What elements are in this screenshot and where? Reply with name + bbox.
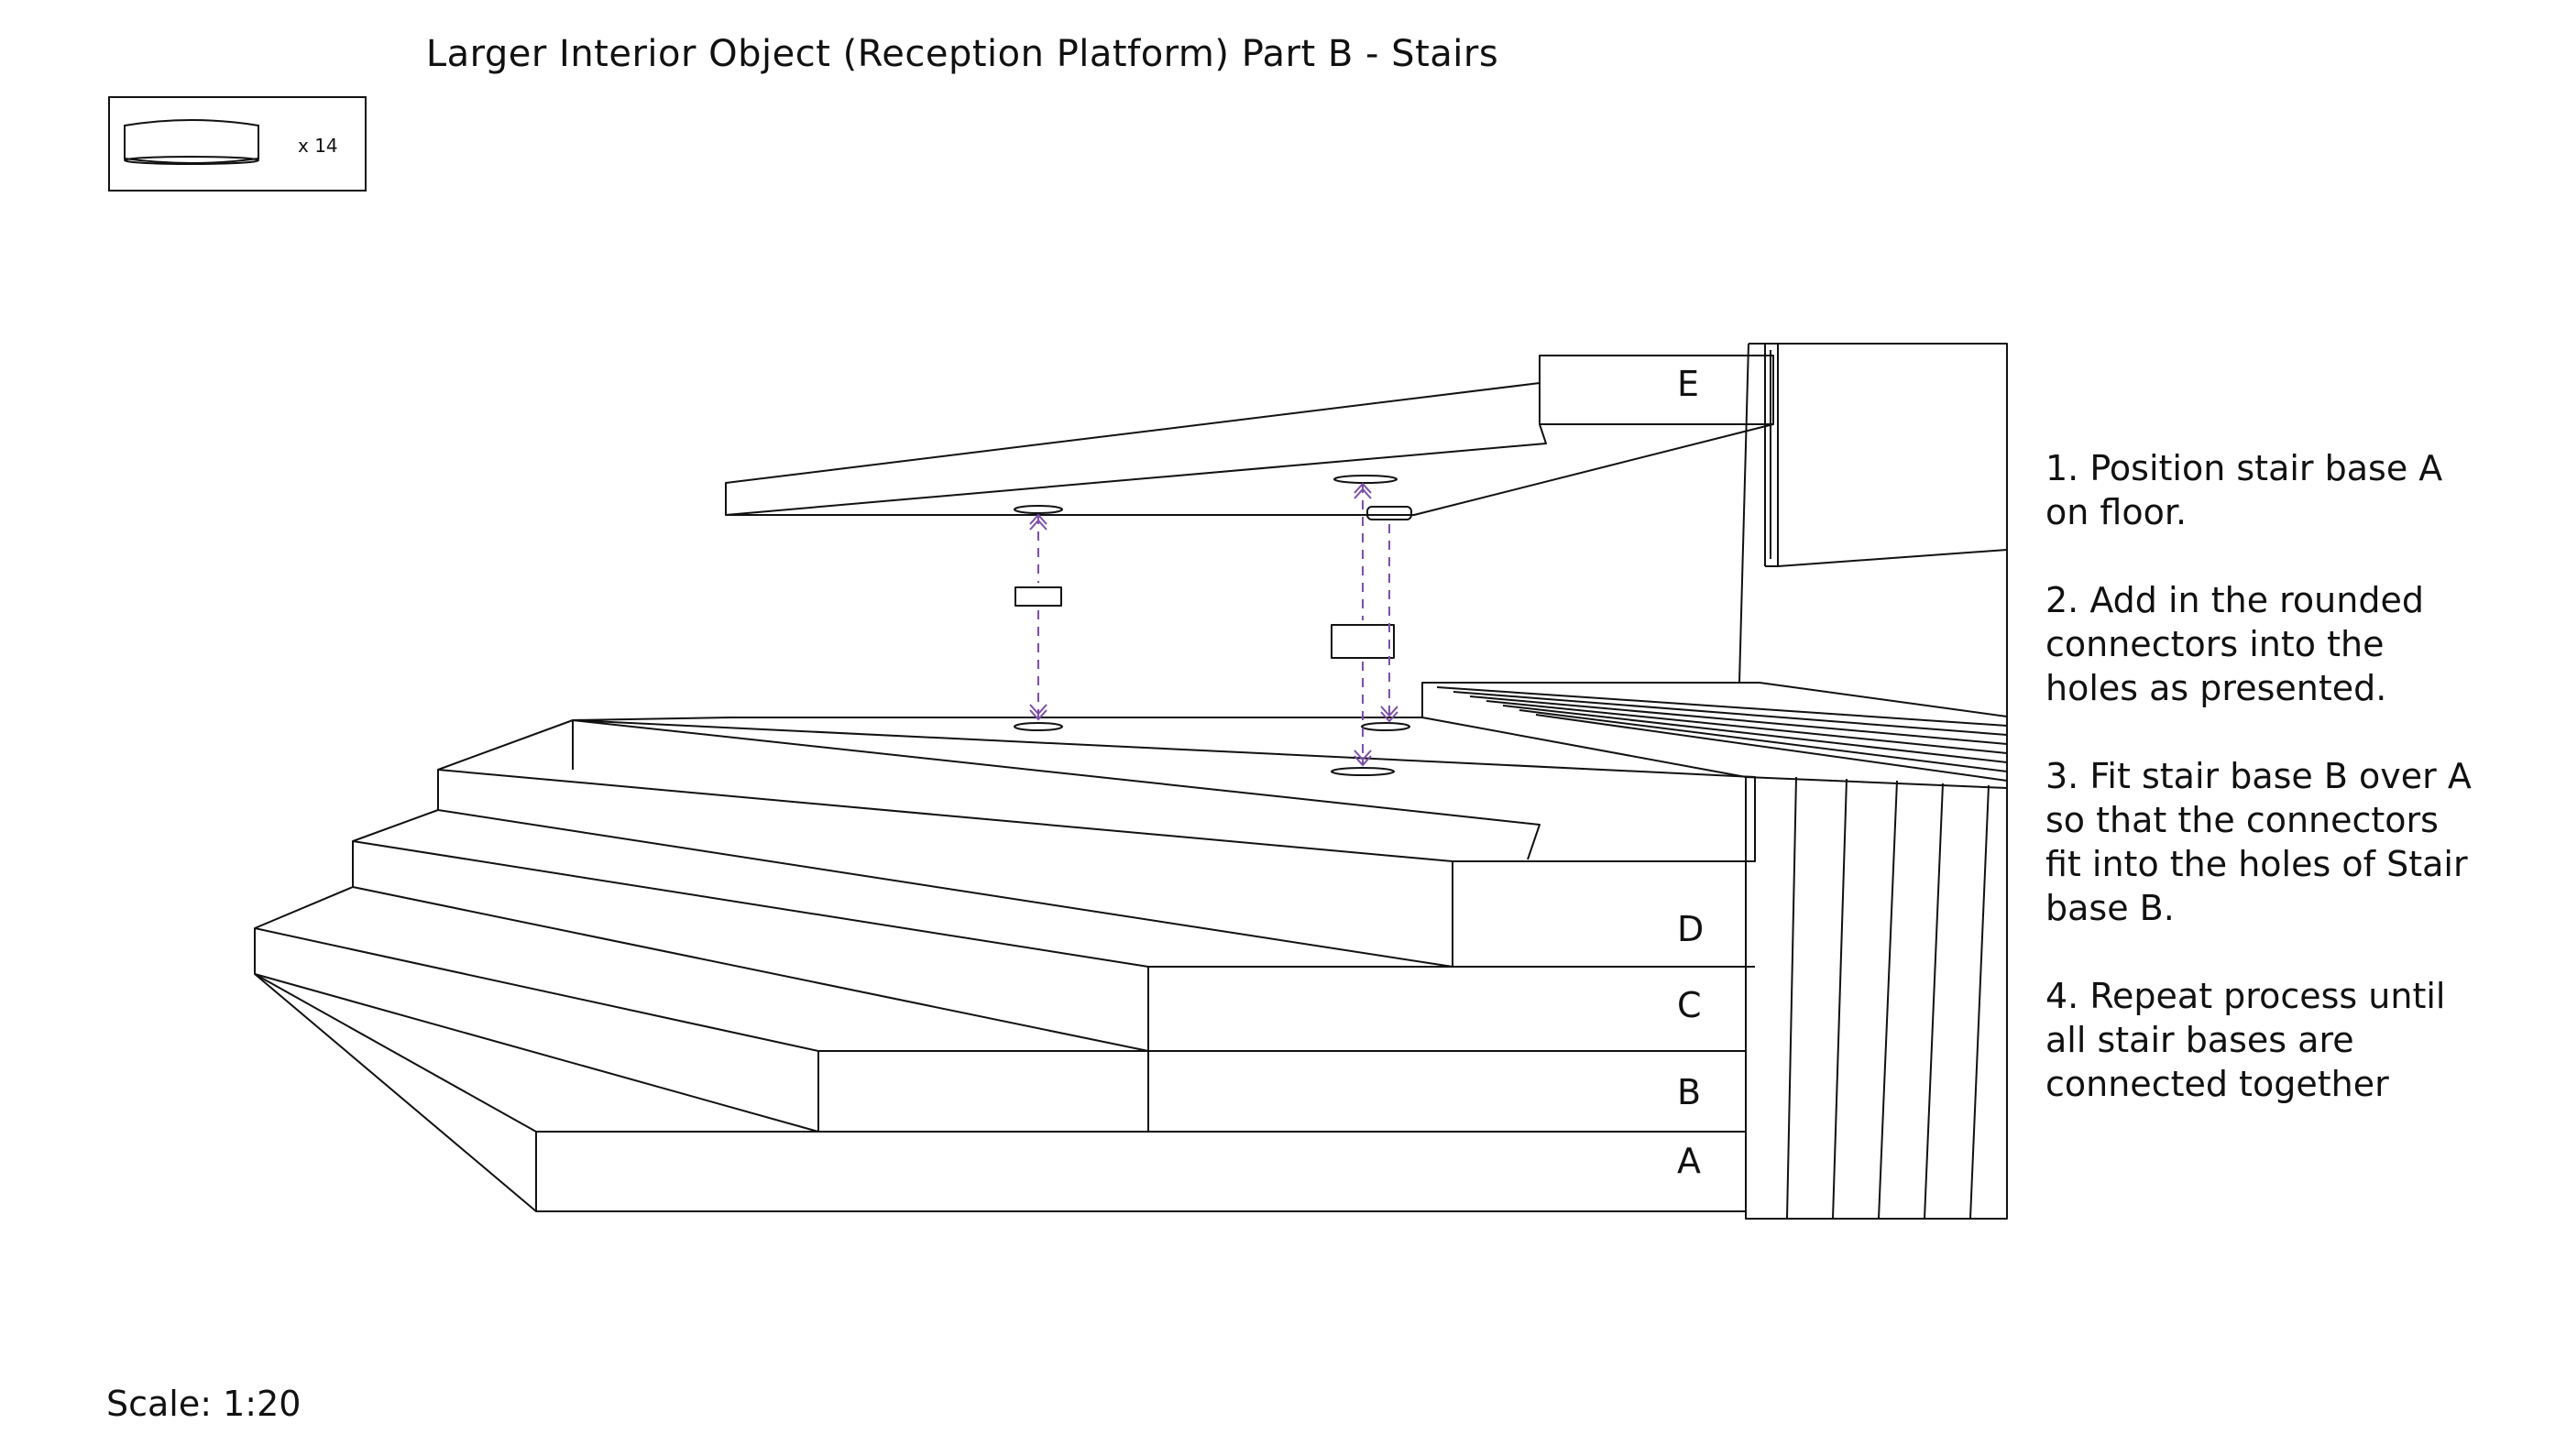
- connectors: [1014, 475, 1412, 776]
- instruction-step-1: 1. Position stair base A on floor.: [2045, 448, 2443, 532]
- label-c: C: [1677, 985, 1702, 1025]
- platform-e: [725, 355, 1774, 516]
- legend-box: x 14: [108, 96, 367, 192]
- right-wall-panel: [1738, 343, 2008, 1219]
- step-d: [437, 719, 1756, 968]
- guide-arrows: [1037, 484, 1390, 765]
- instructions: 1. Position stair base A on floor. 2. Ad…: [2045, 446, 2540, 1150]
- right-slats: [1421, 682, 2008, 1220]
- rounded-connector-icon: [124, 119, 259, 165]
- page-title: Larger Interior Object (Reception Platfo…: [425, 33, 1499, 75]
- legend-count: x 14: [298, 135, 338, 157]
- label-d: D: [1677, 909, 1704, 949]
- label-b: B: [1677, 1072, 1701, 1112]
- instruction-step-2: 2. Add in the rounded connectors into th…: [2045, 580, 2424, 708]
- instruction-step-4: 4. Repeat process until all stair bases …: [2045, 976, 2446, 1104]
- label-e: E: [1677, 364, 1699, 404]
- step-b: [254, 841, 1746, 1133]
- scale-note: Scale: 1:20: [106, 1384, 302, 1424]
- step-a: [254, 928, 1746, 1212]
- arrow-heads: [1029, 482, 1398, 767]
- label-a: A: [1677, 1141, 1701, 1181]
- instruction-step-3: 3. Fit stair base B over A so that the c…: [2045, 756, 2472, 928]
- step-c: [352, 770, 1746, 1052]
